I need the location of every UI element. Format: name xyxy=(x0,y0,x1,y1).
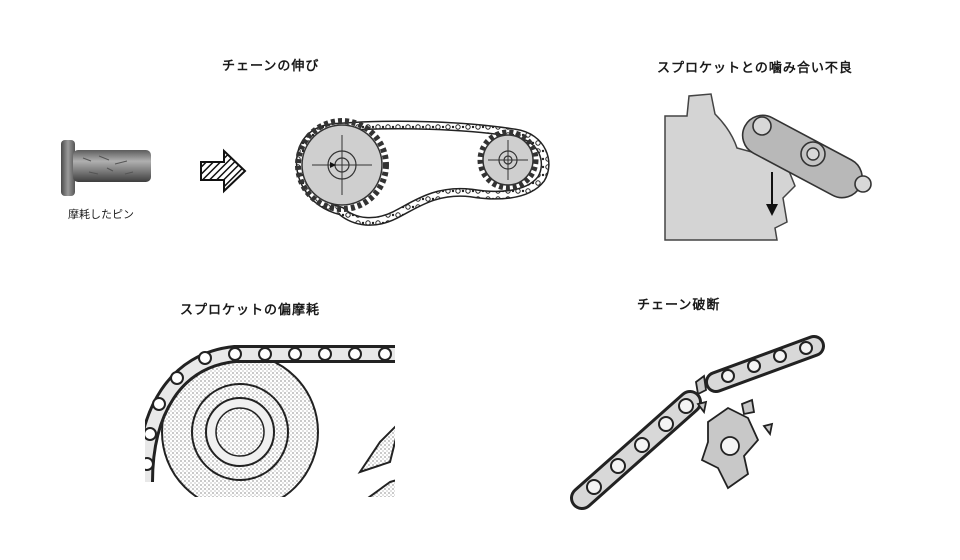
panel-title-meshing: スプロケットとの噛み合い不良 xyxy=(657,57,853,76)
panel-title-elongation: チェーンの伸び xyxy=(222,55,319,74)
panel-title-breakage: チェーン破断 xyxy=(637,294,720,313)
sprocket-chain-mesh-diagram xyxy=(665,88,875,243)
broken-link-fragments xyxy=(696,376,772,488)
mesh-sprocket xyxy=(665,94,795,240)
chain-drive-diagram xyxy=(295,115,555,235)
worn-sprocket-illustration xyxy=(145,342,395,497)
right-arrow-icon xyxy=(198,148,248,194)
broken-chain-illustration xyxy=(578,342,818,502)
worn-pin-caption: 摩耗したピン xyxy=(68,206,134,222)
left-chain-segment xyxy=(582,399,693,498)
panel-title-wear: スプロケットの偏摩耗 xyxy=(180,299,320,318)
right-chain-segment xyxy=(716,342,814,382)
worn-pin-image xyxy=(55,138,155,198)
